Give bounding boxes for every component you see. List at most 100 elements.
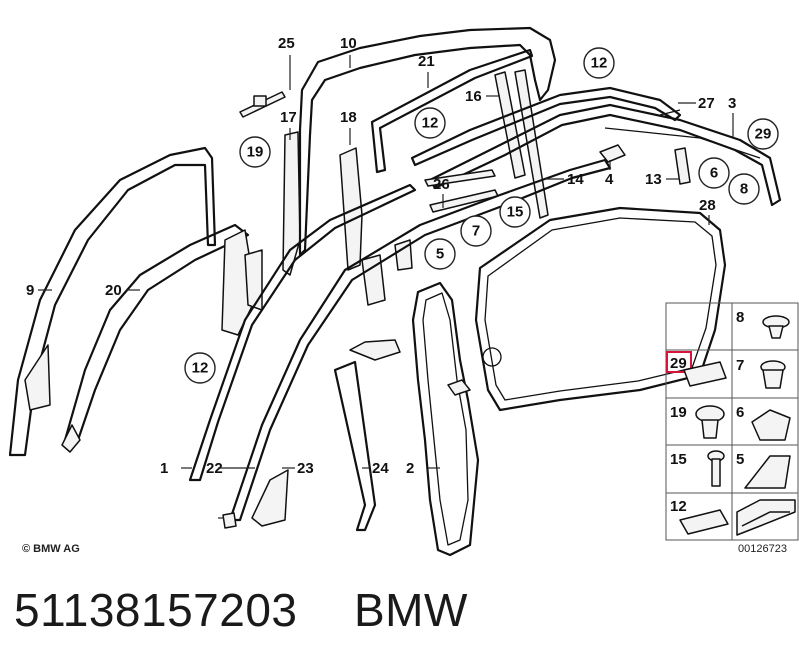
copyright-text: © BMW AG	[22, 543, 80, 555]
svg-text:22: 22	[206, 460, 223, 477]
label-27: 27	[678, 95, 715, 112]
svg-text:4: 4	[605, 171, 614, 188]
svg-text:28: 28	[699, 197, 716, 214]
label-1: 22	[206, 460, 255, 477]
label-11: 1	[160, 460, 192, 477]
svg-text:15: 15	[507, 204, 524, 221]
part-18-pillar	[339, 147, 413, 306]
label-14: 14	[545, 171, 584, 188]
part-21-channel	[370, 48, 534, 174]
label-18: 18	[340, 109, 357, 145]
part-9-window-guide	[8, 146, 217, 457]
part-13-clip	[674, 147, 691, 185]
label-20: 20	[105, 282, 140, 299]
grid-cell-8: 8	[736, 309, 790, 339]
label-17: 17	[280, 109, 297, 140]
part-23-seal	[333, 339, 401, 532]
svg-text:29: 29	[670, 355, 687, 372]
callout-circle-29: 29	[747, 118, 779, 150]
fastener-grid	[665, 302, 799, 541]
label-4: 4	[605, 160, 614, 188]
callout-circle-12-top: 12	[583, 47, 615, 79]
grid-cell-5: 5	[736, 451, 791, 489]
part-25-clip	[239, 91, 286, 118]
svg-text:12: 12	[192, 360, 209, 377]
svg-text:13: 13	[645, 171, 662, 188]
svg-text:9: 9	[26, 282, 34, 299]
part-20-inner-seal	[61, 223, 250, 453]
svg-text:7: 7	[472, 223, 480, 240]
label-3: 3	[728, 95, 736, 138]
label-21: 21	[418, 53, 435, 88]
callout-circle-19: 19	[239, 136, 271, 168]
callout-circle-7: 7	[460, 215, 492, 247]
svg-text:8: 8	[736, 309, 744, 326]
label-16: 16	[465, 88, 500, 105]
svg-text:5: 5	[736, 451, 744, 468]
part-28-window-seal	[474, 206, 727, 412]
svg-text:29: 29	[755, 126, 772, 143]
svg-text:19: 19	[670, 404, 687, 421]
svg-text:12: 12	[422, 115, 439, 132]
svg-text:21: 21	[418, 53, 435, 70]
svg-text:15: 15	[670, 451, 687, 468]
grid-cell-15: 15	[670, 450, 725, 487]
grid-cell-29-highlighted: 29	[666, 351, 727, 387]
callout-circle-6: 6	[698, 157, 730, 189]
svg-text:14: 14	[567, 171, 584, 188]
svg-text:1: 1	[160, 460, 168, 477]
svg-text:5: 5	[436, 246, 444, 263]
part-4-clip	[599, 144, 626, 163]
svg-text:10: 10	[340, 35, 357, 52]
svg-text:23: 23	[297, 460, 314, 477]
svg-text:6: 6	[736, 404, 744, 421]
grid-cell-arrow	[736, 499, 796, 536]
svg-text:27: 27	[698, 95, 715, 112]
product-footer: 51138157203 BMW	[14, 583, 794, 643]
svg-text:12: 12	[591, 55, 608, 72]
callout-circle-15: 15	[499, 196, 531, 228]
label-28: 28	[699, 197, 716, 225]
label-9: 9	[26, 282, 52, 299]
brand-name: BMW	[354, 584, 468, 636]
svg-text:7: 7	[736, 357, 744, 374]
svg-text:26: 26	[433, 176, 450, 193]
grid-cell-6: 6	[736, 404, 791, 441]
part-number: 51138157203	[14, 584, 298, 636]
part-22-trim	[251, 469, 289, 527]
label-10: 10	[340, 35, 357, 68]
part-24-door-seal	[411, 281, 480, 557]
svg-text:19: 19	[247, 144, 264, 161]
callout-circle-8: 8	[728, 173, 760, 205]
svg-text:12: 12	[670, 498, 687, 515]
svg-text:20: 20	[105, 282, 122, 299]
label-13: 13	[645, 171, 680, 188]
svg-text:16: 16	[465, 88, 482, 105]
svg-text:25: 25	[278, 35, 295, 52]
callout-circle-12-lower: 12	[184, 352, 216, 384]
callout-circle-5: 5	[424, 238, 456, 270]
svg-text:3: 3	[728, 95, 736, 112]
label-25: 25	[278, 35, 295, 90]
svg-text:6: 6	[710, 165, 718, 182]
svg-text:2: 2	[406, 460, 414, 477]
part-27-clip	[659, 109, 681, 116]
svg-text:18: 18	[340, 109, 357, 126]
part-2-clip	[222, 512, 237, 529]
label-24: 2	[406, 460, 440, 477]
grid-cell-7: 7	[736, 357, 786, 389]
part-10-door-frame-seal	[298, 26, 557, 257]
svg-text:17: 17	[280, 109, 297, 126]
part-3-roof-molding	[428, 103, 782, 207]
label-26: 26	[433, 176, 450, 208]
label-23: 24	[362, 460, 389, 477]
document-number: 00126723	[738, 543, 787, 555]
label-22: 23	[282, 460, 314, 477]
part-17-pillar-trim	[221, 131, 301, 336]
grid-cell-12: 12	[670, 498, 729, 535]
svg-text:24: 24	[372, 460, 389, 477]
part-12-top-molding	[410, 86, 682, 167]
svg-text:8: 8	[740, 181, 748, 198]
callout-circle-12-mid: 12	[414, 107, 446, 139]
